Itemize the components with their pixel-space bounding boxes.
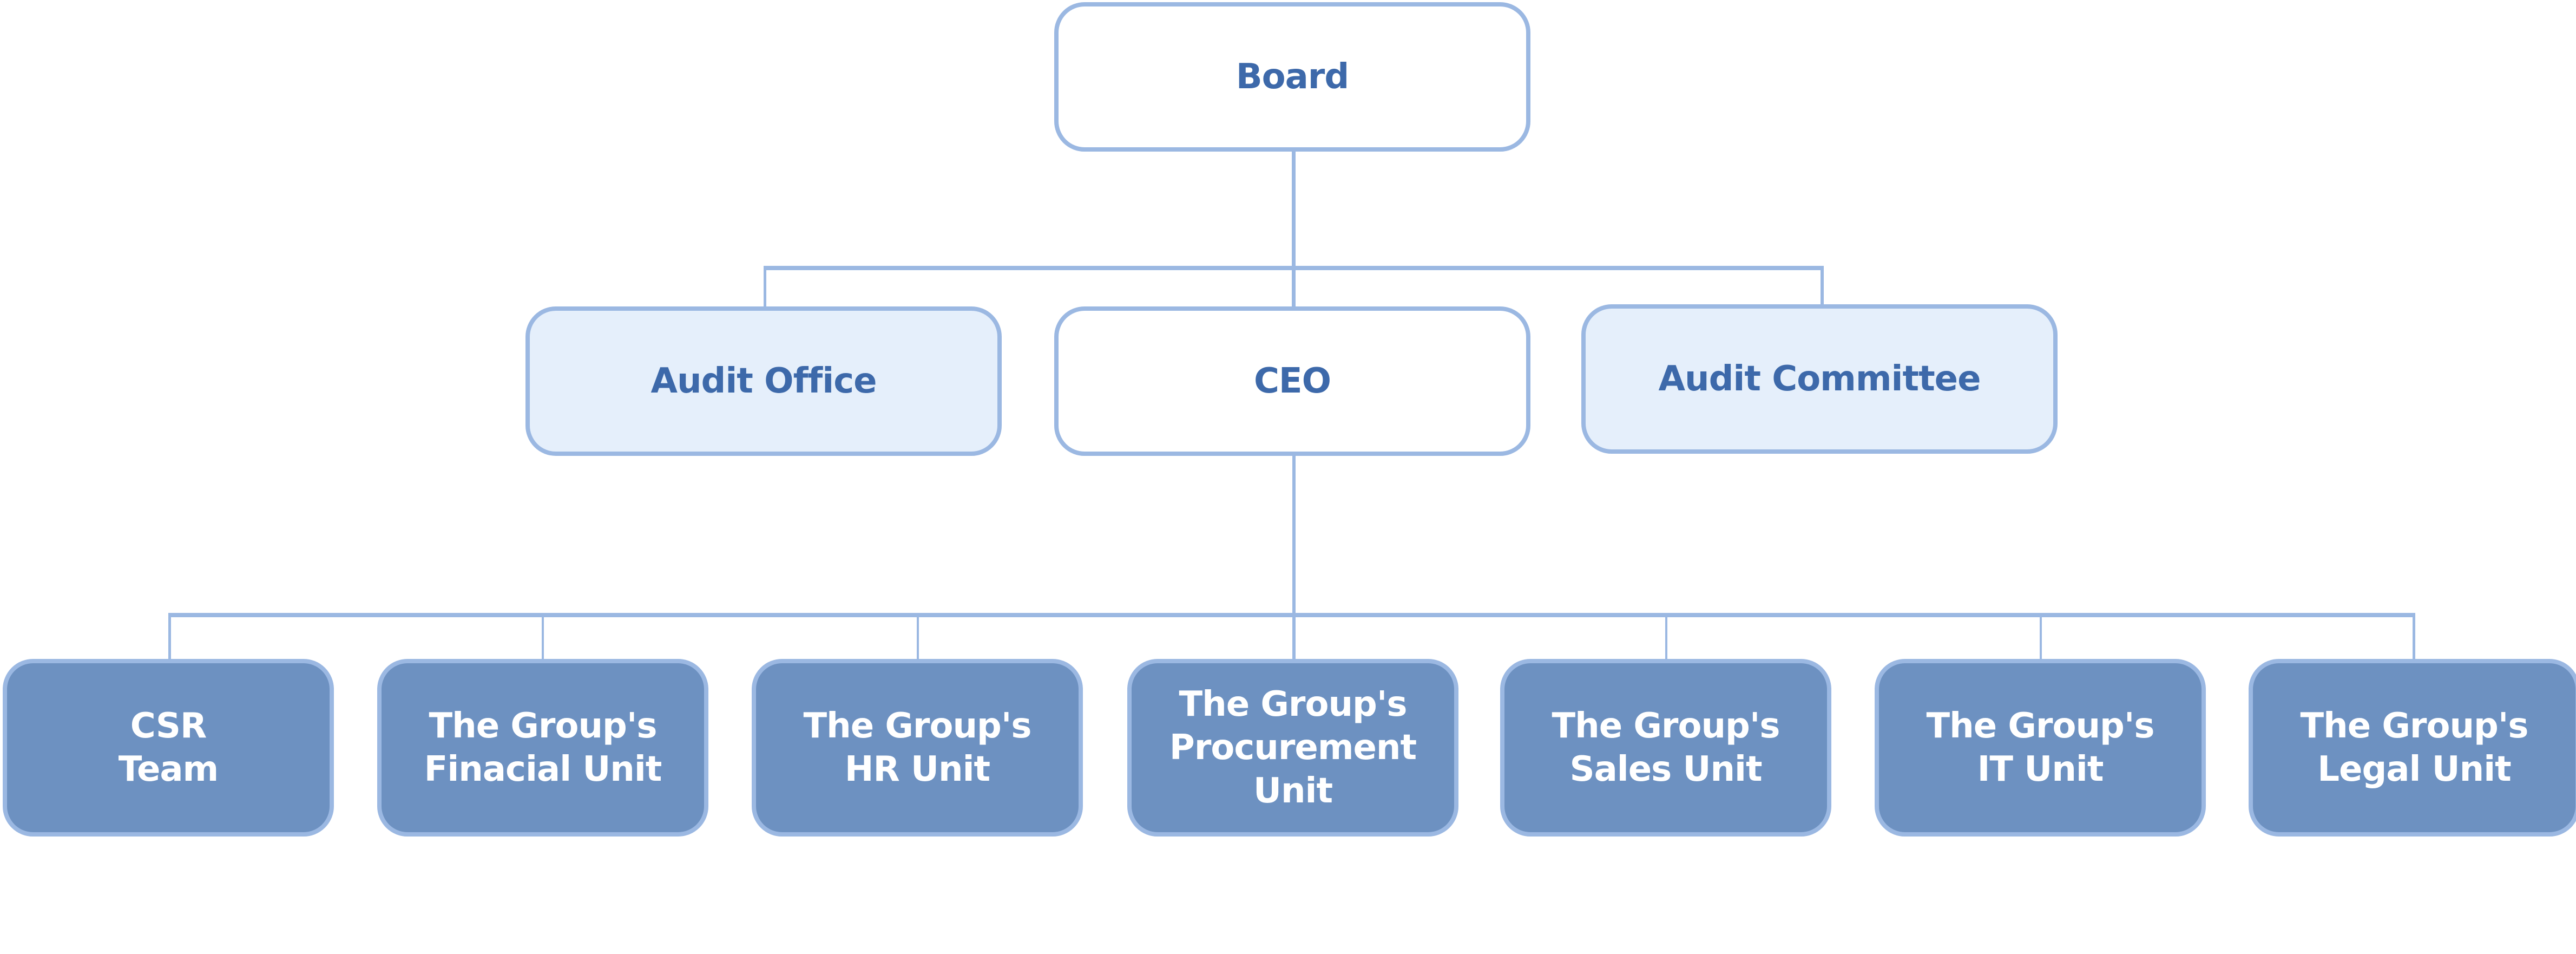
connector-unit-4: [1665, 613, 1667, 661]
org-node-sales-unit: The Group's Sales Unit: [1500, 659, 1831, 837]
connector-board-down: [1292, 151, 1296, 308]
org-node-board: Board: [1054, 2, 1530, 152]
connector-audit-office: [764, 266, 766, 308]
connector-unit-5: [2040, 613, 2042, 661]
org-node-audit-committee: Audit Committee: [1581, 304, 2058, 454]
org-node-financial-unit: The Group's Finacial Unit: [377, 659, 708, 837]
org-node-label: Audit Office: [650, 361, 877, 401]
org-node-label: The Group's Finacial Unit: [424, 706, 662, 789]
org-node-label: The Group's HR Unit: [803, 706, 1031, 789]
connector-audit-committee: [1821, 266, 1824, 306]
org-node-legal-unit: The Group's Legal Unit: [2249, 659, 2576, 837]
org-node-it-unit: The Group's IT Unit: [1875, 659, 2206, 837]
org-node-label: CSR Team: [118, 706, 219, 789]
connector-unit-0: [168, 613, 171, 661]
connector-unit-6: [2413, 613, 2415, 661]
connector-unit-1: [542, 613, 544, 661]
org-node-label: Board: [1236, 57, 1349, 97]
org-node-label: The Group's Legal Unit: [2300, 706, 2528, 789]
org-node-audit-office: Audit Office: [525, 306, 1002, 456]
org-node-label: Audit Committee: [1658, 359, 1981, 399]
org-node-label: The Group's Sales Unit: [1552, 706, 1780, 789]
org-node-procurement-unit: The Group's Procurement Unit: [1127, 659, 1458, 837]
connector-ceo-down: [1292, 455, 1296, 661]
connector-unit-2: [917, 613, 919, 661]
org-node-hr-unit: The Group's HR Unit: [752, 659, 1083, 837]
org-node-label: The Group's IT Unit: [1926, 706, 2154, 789]
connector-units-bar: [168, 613, 2414, 617]
org-node-ceo: CEO: [1054, 306, 1530, 456]
org-node-label: The Group's Procurement Unit: [1169, 684, 1417, 811]
org-node-label: CEO: [1253, 361, 1331, 401]
org-node-csr-team: CSR Team: [3, 659, 334, 837]
connector-level2-bar: [764, 266, 1823, 270]
